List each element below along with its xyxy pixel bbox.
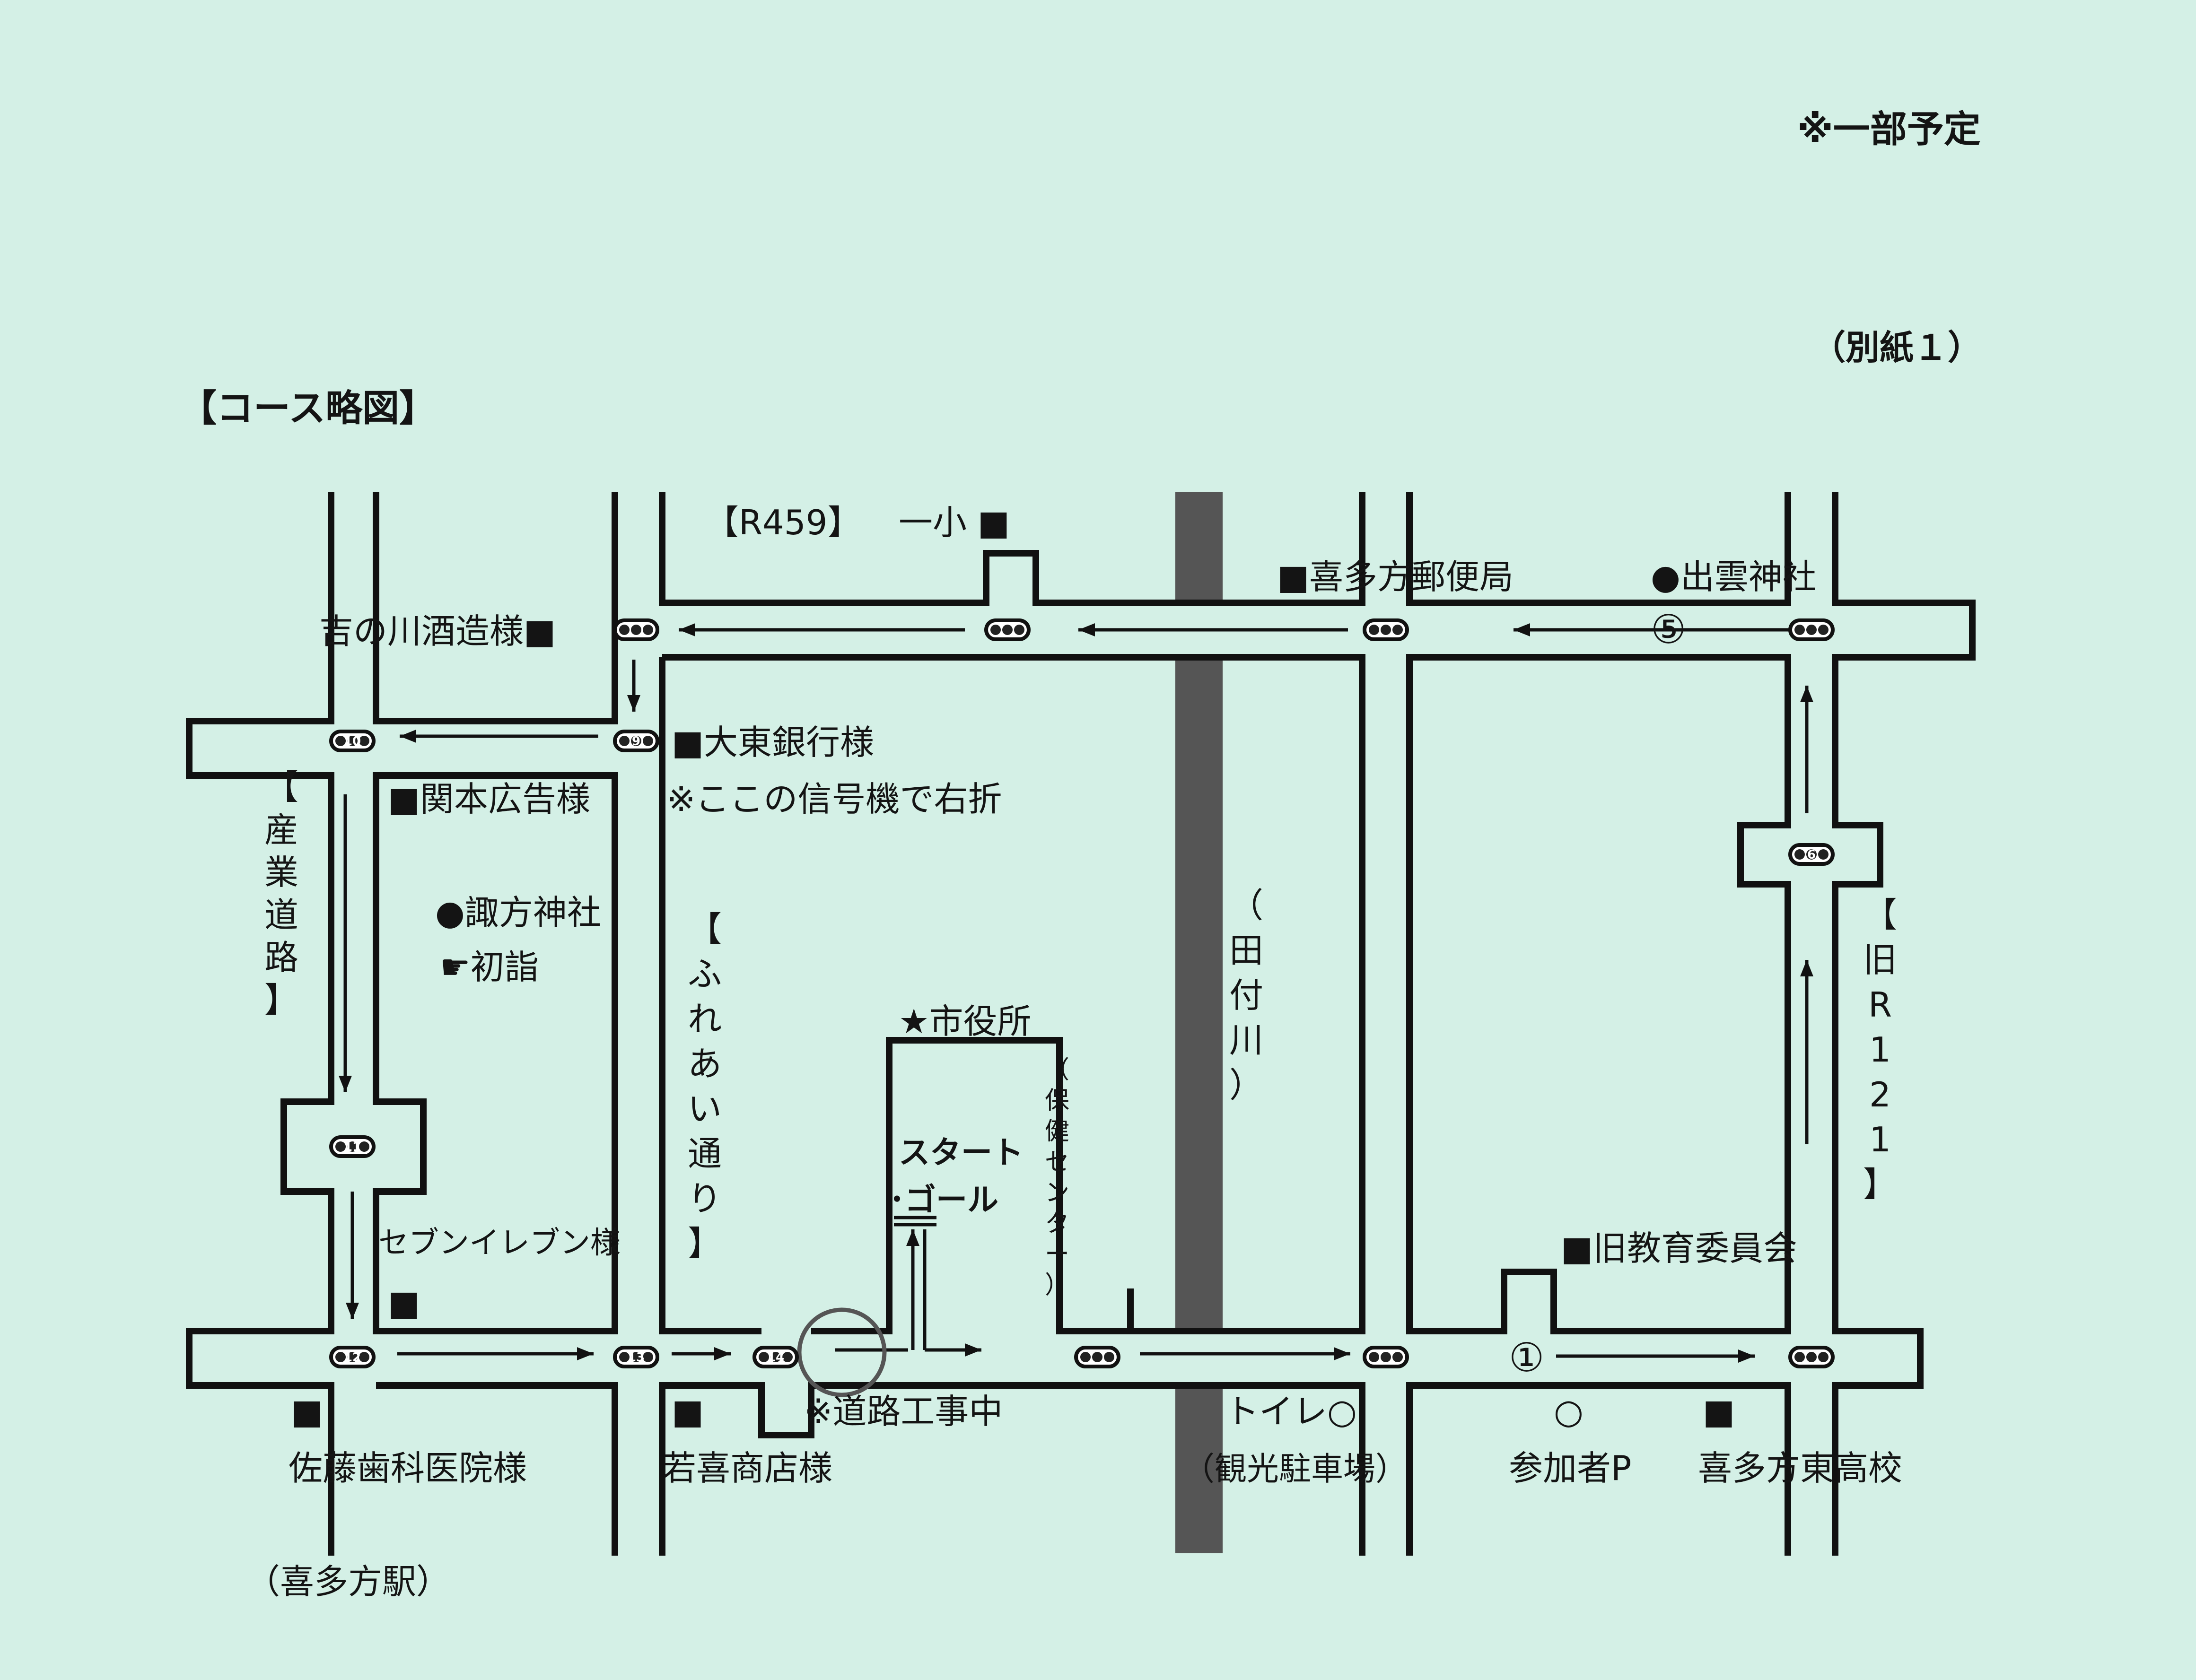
vertical-char: 】 bbox=[264, 980, 298, 1020]
vertical-char: 】 bbox=[688, 1224, 722, 1263]
vertical-char: R bbox=[1868, 985, 1892, 1025]
traffic-signal-icon bbox=[1788, 1346, 1835, 1368]
traffic-signal-icon: 12 bbox=[329, 1346, 376, 1368]
vertical-char: ン bbox=[1045, 1179, 1069, 1207]
kitakata-station-label: （喜多方駅） bbox=[246, 1562, 450, 1602]
checkpoint-5: ⑤ bbox=[1651, 606, 1686, 653]
vertical-char: 健 bbox=[1045, 1117, 1069, 1146]
toilet-label: トイレ○ bbox=[1225, 1392, 1357, 1431]
participant-parking-label: 参加者P bbox=[1509, 1448, 1631, 1488]
traffic-signals: 10 9 6 11 12 13 14 bbox=[329, 618, 1835, 1368]
traffic-signal-icon bbox=[1788, 618, 1835, 641]
signal-number: 6 bbox=[1807, 848, 1816, 862]
hatsumoude-label: ☛初詣 bbox=[440, 947, 539, 987]
vertical-char: （ bbox=[1229, 886, 1263, 925]
checkpoint-1: ① bbox=[1509, 1334, 1544, 1381]
east-high-marker: ■ bbox=[1703, 1392, 1735, 1431]
post-office-label: ■喜多方郵便局 bbox=[1277, 557, 1514, 597]
vertical-char: 川 bbox=[1229, 1020, 1263, 1060]
signal-number: 13 bbox=[628, 1350, 645, 1365]
vertical-char: 旧 bbox=[1863, 940, 1897, 980]
vertical-char: ） bbox=[1045, 1271, 1069, 1299]
daito-bank-label: ■大東銀行様 bbox=[672, 722, 874, 762]
vertical-char: 【 bbox=[264, 767, 298, 807]
construction-note: ※道路工事中 bbox=[804, 1392, 1003, 1431]
traffic-signal-icon bbox=[984, 618, 1031, 641]
attachment-label: （別紙１） bbox=[1811, 328, 1982, 367]
signal-number: 11 bbox=[344, 1140, 361, 1154]
start-goal-label-line2: ･ゴール bbox=[889, 1182, 998, 1218]
sato-dental-marker: ■ bbox=[291, 1392, 323, 1431]
vertical-char: 】 bbox=[1863, 1165, 1897, 1204]
vertical-char: ） bbox=[1229, 1065, 1263, 1105]
vertical-char: 産 bbox=[264, 810, 298, 850]
vertical-char: ー bbox=[1045, 1240, 1069, 1269]
vertical-char: れ bbox=[688, 999, 722, 1039]
old-r121-label: 【旧R 1 2 1 】 bbox=[1863, 895, 1897, 1204]
vertical-char: 路 bbox=[264, 938, 298, 977]
sato-dental-label: 佐藤歯科医院様 bbox=[289, 1448, 527, 1488]
traffic-signal-icon: 6 bbox=[1788, 843, 1835, 866]
vertical-char: セ bbox=[1045, 1148, 1069, 1176]
participant-parking-marker: ○ bbox=[1554, 1392, 1584, 1431]
traffic-signal-icon bbox=[1363, 618, 1409, 641]
signal-number: 10 bbox=[344, 734, 361, 749]
vertical-char: あ bbox=[688, 1044, 722, 1084]
road-network bbox=[186, 492, 1976, 1556]
suwa-shrine-label: ●諏方神社 bbox=[435, 893, 601, 932]
wakaki-shop-marker: ■ bbox=[672, 1392, 704, 1431]
vertical-char: り bbox=[688, 1179, 722, 1219]
turn-right-note: ※ここの信号機で右折 bbox=[667, 779, 1002, 819]
vertical-char: 保 bbox=[1045, 1087, 1069, 1115]
vertical-char: 田 bbox=[1229, 931, 1263, 970]
traffic-signal-icon bbox=[1074, 1346, 1120, 1368]
vertical-char: い bbox=[688, 1089, 722, 1129]
vertical-char: 【 bbox=[1863, 895, 1897, 935]
vertical-char: 2 bbox=[1869, 1075, 1891, 1114]
old-education-board-label: ■旧教育委員会 bbox=[1561, 1228, 1797, 1268]
vertical-char: 道 bbox=[264, 895, 298, 935]
vertical-char: ふ bbox=[688, 954, 722, 994]
signal-number: 14 bbox=[767, 1350, 784, 1365]
vertical-char: 付 bbox=[1229, 975, 1263, 1015]
tourist-parking-label: （観光駐車場） bbox=[1182, 1451, 1408, 1488]
construction-circle bbox=[797, 1307, 887, 1397]
traffic-signal-icon bbox=[613, 618, 659, 641]
sekimoto-ad-label: ■関本広告様 bbox=[388, 779, 590, 819]
vertical-char: 業 bbox=[264, 853, 298, 892]
east-high-label: 喜多方東高校 bbox=[1698, 1448, 1902, 1488]
r459-road-label: 【R459】 bbox=[705, 503, 861, 542]
seven-eleven-label: セブンイレブン様 bbox=[378, 1226, 621, 1261]
note-partially-planned: ※一部予定 bbox=[1797, 108, 1981, 151]
traffic-signal-icon: 10 bbox=[329, 730, 376, 752]
ichisho-school-label: 一小 ■ bbox=[899, 503, 1010, 542]
route-arrows bbox=[339, 623, 1813, 1363]
map-title: 【コース略図】 bbox=[180, 387, 436, 430]
vertical-char: 通 bbox=[688, 1134, 722, 1174]
tazuke-river-label: （ 田付川 ） bbox=[1229, 886, 1263, 1105]
signal-number: 12 bbox=[344, 1350, 361, 1365]
vertical-char: 1 bbox=[1869, 1030, 1891, 1070]
vertical-char: （ bbox=[1045, 1056, 1069, 1084]
traffic-signal-icon: 13 bbox=[613, 1346, 659, 1368]
traffic-signal-icon: 11 bbox=[329, 1135, 376, 1158]
traffic-signal-icon bbox=[1363, 1346, 1409, 1368]
izumo-shrine-label: ●出雲神社 bbox=[1651, 557, 1817, 597]
vertical-char: タ bbox=[1045, 1210, 1069, 1238]
wakaki-shop-label: 若喜商店様 bbox=[662, 1448, 832, 1488]
signal-number: 9 bbox=[632, 734, 640, 749]
vertical-char: 【 bbox=[688, 909, 722, 949]
yoshinogawa-brewery-label: 吉の川酒造様■ bbox=[319, 611, 556, 651]
vertical-char: 1 bbox=[1869, 1120, 1891, 1159]
traffic-signal-icon: 9 bbox=[613, 730, 659, 752]
city-hall-label: ★市役所 bbox=[899, 1001, 1032, 1041]
start-goal-label-line1: スタート bbox=[899, 1134, 1024, 1171]
traffic-signal-icon: 14 bbox=[752, 1346, 799, 1368]
seven-eleven-marker: ■ bbox=[388, 1283, 420, 1323]
